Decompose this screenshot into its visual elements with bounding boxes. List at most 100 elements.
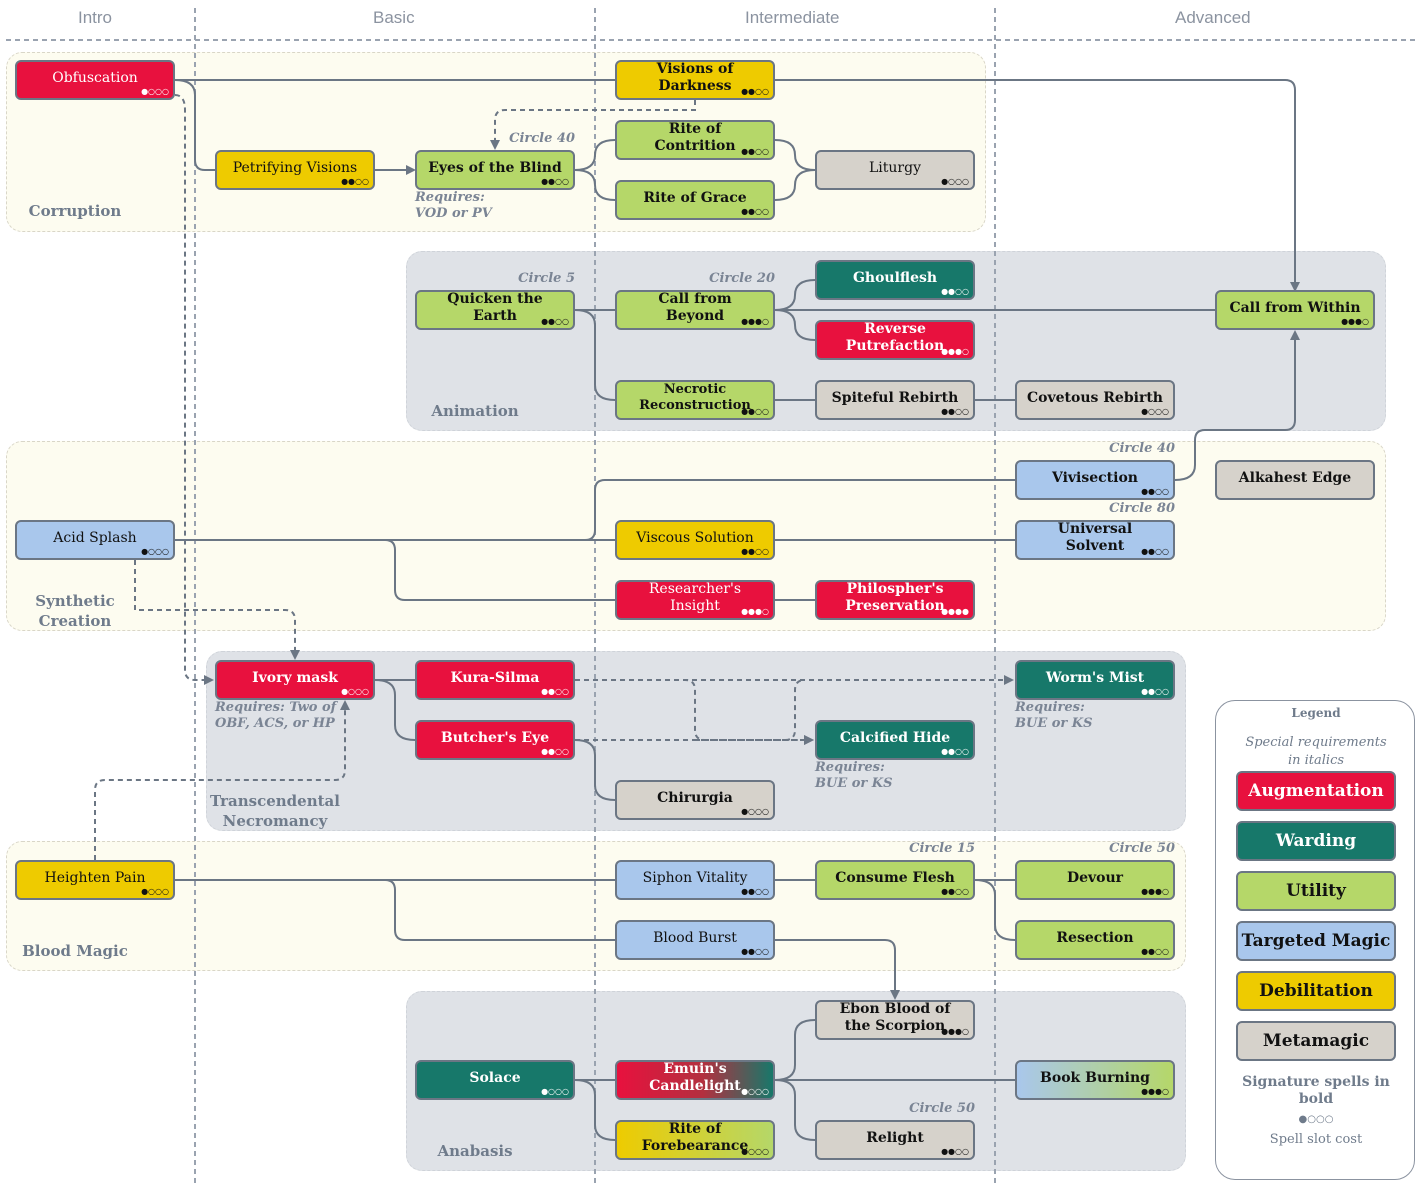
- spell-name: Siphon Vitality: [642, 869, 748, 886]
- spell-cost: ●○○○: [741, 1147, 769, 1156]
- spell-cost: ●●○○: [1141, 947, 1169, 956]
- wire-butcher-chirurgia: [574, 739, 616, 801]
- spell-obfuscation[interactable]: Obfuscation ●○○○: [15, 60, 175, 100]
- wire-grace-liturgy: [774, 169, 816, 201]
- wire-emuin-relight: [774, 1079, 816, 1141]
- spell-cost: ●●●○: [741, 607, 769, 616]
- spell-ivory-mask[interactable]: Ivory mask ●○○○: [215, 660, 375, 700]
- wire-acid-researcher: [175, 539, 615, 601]
- spell-eyes-of-the-blind[interactable]: Eyes of the Blind ●●○○: [415, 150, 575, 190]
- legend-cost-dots: ●○○○: [1298, 1114, 1334, 1125]
- spell-cost: ●○○○: [141, 887, 169, 896]
- spell-rite-of-grace[interactable]: Rite of Grace ●●○○: [615, 180, 775, 220]
- spell-cost: ●●●○: [1141, 1087, 1169, 1096]
- spell-siphon-vitality[interactable]: Siphon Vitality ●●○○: [615, 860, 775, 900]
- spell-name: Call from Beyond: [658, 291, 732, 324]
- spell-cost: ●○○○: [141, 87, 169, 96]
- spell-cost: ●○○○: [541, 1087, 569, 1096]
- spell-name: Relight: [866, 1129, 924, 1146]
- spell-spiteful-rebirth[interactable]: Spiteful Rebirth ●●○○: [815, 380, 975, 420]
- spell-ebon-blood-of-the-scorpion[interactable]: Ebon Blood of the Scorpion ●●●○: [815, 1000, 975, 1040]
- spell-cost: ●●○○: [541, 177, 569, 186]
- spell-name: Petrifying Visions: [232, 159, 358, 176]
- spell-cost: ●●●○: [941, 1027, 969, 1036]
- spell-consume-flesh[interactable]: Consume Flesh ●●○○: [815, 860, 975, 900]
- circle-devour: Circle 50: [1109, 841, 1175, 856]
- spell-name: Universal Solvent: [1057, 521, 1133, 554]
- spell-name: Worm's Mist: [1045, 669, 1145, 686]
- spell-heighten-pain[interactable]: Heighten Pain ●○○○: [15, 860, 175, 900]
- spell-rite-of-contrition[interactable]: Rite of Contrition ●●○○: [615, 120, 775, 160]
- spell-relight[interactable]: Relight ●●○○: [815, 1120, 975, 1160]
- spell-cost: ●●○○: [741, 147, 769, 156]
- legend-utility: Utility: [1236, 871, 1396, 911]
- spell-name: Emuin's Candlelight: [649, 1061, 741, 1094]
- group-label-anabasis: Anabasis: [437, 1142, 513, 1160]
- legend-cost-label: Spell slot cost: [1269, 1132, 1363, 1147]
- spell-quicken-the-earth[interactable]: Quicken the Earth ●●○○: [415, 290, 575, 330]
- spell-visions-of-darkness[interactable]: Visions of Darkness ●●○○: [615, 60, 775, 100]
- spell-worms-mist[interactable]: Worm's Mist ●●○○: [1015, 660, 1175, 700]
- spell-cost: ●●○○: [941, 287, 969, 296]
- spell-name: Butcher's Eye: [440, 729, 550, 746]
- spell-name: Necrotic Reconstruction: [639, 382, 751, 413]
- wire-ivory-butcher: [374, 679, 416, 741]
- wire-beyond-reverse: [774, 309, 816, 341]
- tier-header-advanced: Advanced: [1175, 8, 1251, 27]
- spell-blood-burst[interactable]: Blood Burst ●●○○: [615, 920, 775, 960]
- spell-reverse-putrefaction[interactable]: Reverse Putrefaction ●●●○: [815, 320, 975, 360]
- spell-cost: ●○○○: [941, 177, 969, 186]
- spell-petrifying-visions[interactable]: Petrifying Visions ●●○○: [215, 150, 375, 190]
- spell-rite-of-forebearance[interactable]: Rite of Forebearance ●○○○: [615, 1120, 775, 1160]
- wire-obfuscation-petrifying: [174, 79, 215, 171]
- spell-name: Quicken the Earth: [447, 291, 543, 324]
- spell-call-from-within[interactable]: Call from Within ●●●○: [1215, 290, 1375, 330]
- spell-emuins-candlelight[interactable]: Emuin's Candlelight ●○○○: [615, 1060, 775, 1100]
- spell-viscous-solution[interactable]: Viscous Solution ●●○○: [615, 520, 775, 560]
- spell-chirurgia[interactable]: Chirurgia ●○○○: [615, 780, 775, 820]
- wire-vivisection-call-within: [1174, 330, 1300, 481]
- spell-resection[interactable]: Resection ●●○○: [1015, 920, 1175, 960]
- spell-liturgy[interactable]: Liturgy ●○○○: [815, 150, 975, 190]
- spell-kura-silma[interactable]: Kura-Silma ●●○○: [415, 660, 575, 700]
- spell-vivisection[interactable]: Vivisection ●●○○: [1015, 460, 1175, 500]
- circle-consume-flesh: Circle 15: [909, 841, 975, 856]
- spell-cost: ●○○○: [141, 547, 169, 556]
- spell-cost: ●●○○: [741, 87, 769, 96]
- spell-philosphers-preservation[interactable]: Philospher's Preservation ●●●●: [815, 580, 975, 620]
- wire-butcher-worm: [695, 679, 806, 741]
- spell-book-burning[interactable]: Book Burning ●●●○: [1015, 1060, 1175, 1100]
- spell-alkahest-edge[interactable]: Alkahest Edge: [1215, 460, 1375, 500]
- spell-cost: ●●○○: [1141, 687, 1169, 696]
- spell-name: Philospher's Preservation: [845, 581, 945, 614]
- spell-devour[interactable]: Devour ●●●○: [1015, 860, 1175, 900]
- wire-emuin-ebon: [774, 1019, 816, 1081]
- wire-consume-resection: [974, 879, 1016, 941]
- spell-cost: ●○○○: [741, 807, 769, 816]
- spell-researchers-insight[interactable]: Researcher's Insight ●●●○: [615, 580, 775, 620]
- spell-call-from-beyond[interactable]: Call from Beyond ●●●○: [615, 290, 775, 330]
- spell-universal-solvent[interactable]: Universal Solvent ●●○○: [1015, 520, 1175, 560]
- spell-covetous-rebirth[interactable]: Covetous Rebirth ●○○○: [1015, 380, 1175, 420]
- spell-necrotic-reconstruction[interactable]: Necrotic Reconstruction ●●○○: [615, 380, 775, 420]
- spell-name: Reverse Putrefaction: [845, 321, 945, 354]
- wire-obfuscation-call-within: [175, 79, 1300, 292]
- spell-butchers-eye[interactable]: Butcher's Eye ●●○○: [415, 720, 575, 760]
- spell-solace[interactable]: Solace ●○○○: [415, 1060, 575, 1100]
- spell-cost: ●●○○: [941, 407, 969, 416]
- spell-ghoulflesh[interactable]: Ghoulflesh ●●○○: [815, 260, 975, 300]
- circle-eyes-of-the-blind: Circle 40: [509, 131, 575, 146]
- wire-acid-ivory: [134, 560, 300, 660]
- circle-universal-solvent: Circle 80: [1109, 501, 1175, 516]
- wire-obfuscation-ivory: [174, 94, 214, 685]
- spell-cost: ●●○○: [741, 207, 769, 216]
- legend-augmentation: Augmentation: [1236, 771, 1396, 811]
- wire-contrition-liturgy: [774, 139, 816, 171]
- spell-acid-splash[interactable]: Acid Splash ●○○○: [15, 520, 175, 560]
- spell-cost: ●●○○: [341, 177, 369, 186]
- spell-calcified-hide[interactable]: Calcified Hide ●●○○: [815, 720, 975, 760]
